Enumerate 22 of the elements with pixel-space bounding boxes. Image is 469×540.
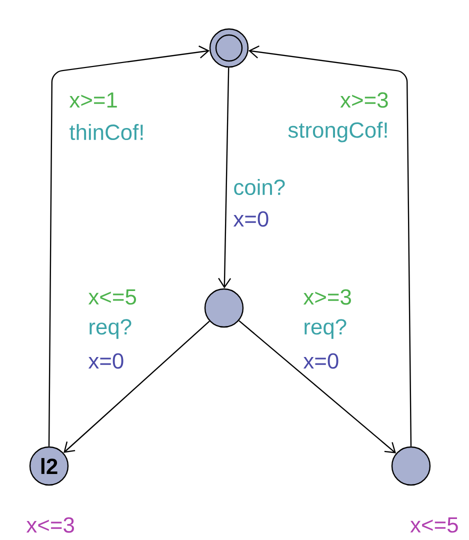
edge-label: x=0 — [88, 353, 124, 369]
edge-label: coin? — [234, 178, 285, 196]
arrow — [48, 46, 210, 446]
edge-label: x>=3 — [340, 92, 388, 108]
edge-label: x<=5 — [88, 289, 136, 305]
edge-label: x=0 — [233, 211, 268, 227]
arrow — [218, 68, 232, 288]
invariant-label: x<=3 — [26, 517, 74, 533]
edge-label: x>=3 — [303, 289, 351, 305]
edge-label: req? — [90, 319, 132, 339]
edge-label: thinCof! — [70, 124, 143, 140]
edge-label: x=0 — [303, 353, 338, 369]
edge-label: x>=1 — [69, 92, 117, 108]
arrow — [248, 45, 412, 446]
location-circle — [204, 288, 244, 328]
location-circle — [391, 446, 431, 486]
invariant-label: x<=5 — [410, 517, 458, 533]
edge-label: strongCof! — [288, 122, 387, 142]
arrow — [238, 320, 396, 454]
edge-label: req? — [304, 319, 346, 339]
arrow — [64, 320, 210, 453]
initial-location-circle — [209, 28, 249, 68]
